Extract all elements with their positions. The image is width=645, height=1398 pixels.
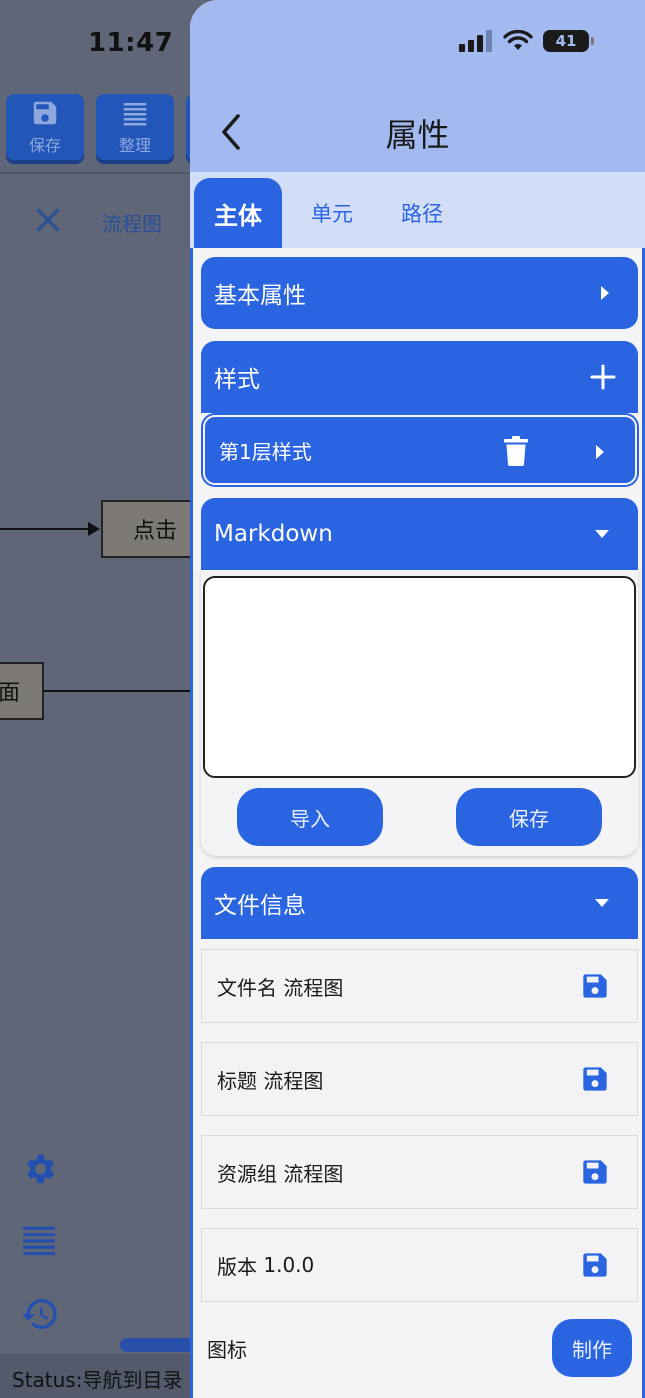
tab-path[interactable]: 路径 xyxy=(401,202,443,226)
basic-properties-label: 基本属性 xyxy=(214,283,306,309)
floppy-icon[interactable] xyxy=(581,972,609,1000)
file-info-section-header[interactable]: 文件信息 xyxy=(201,867,638,939)
style-layer-item[interactable]: 第1层样式 xyxy=(203,415,637,485)
panel-header: 41 属性 xyxy=(190,0,645,172)
battery-icon: 41 xyxy=(543,30,594,52)
tab-body[interactable]: 主体 xyxy=(194,178,282,248)
markdown-textarea[interactable] xyxy=(203,576,636,778)
floppy-icon xyxy=(33,101,57,125)
tab-bar: 主体 单元 路径 xyxy=(190,172,645,248)
flow-node-face-label: 面 xyxy=(0,681,21,706)
status-text: Status:导航到目录 xyxy=(12,1368,183,1392)
connector-line xyxy=(0,528,90,530)
file-name-row[interactable]: 文件名 流程图 xyxy=(201,949,638,1023)
save-button[interactable]: 保存 xyxy=(456,788,602,846)
list-icon[interactable] xyxy=(20,1222,58,1260)
icon-row: 图标 制作 xyxy=(201,1312,638,1384)
import-button[interactable]: 导入 xyxy=(237,788,383,846)
markdown-section-header[interactable]: Markdown xyxy=(201,498,638,570)
bg-divider xyxy=(0,172,190,174)
title-row[interactable]: 标题 流程图 xyxy=(201,1042,638,1116)
caret-down-icon xyxy=(595,899,609,907)
system-status-icons: 41 xyxy=(459,30,594,52)
flow-node-click-label: 点击 xyxy=(133,519,178,544)
gear-icon[interactable] xyxy=(20,1150,58,1188)
resource-group-row[interactable]: 资源组 流程图 xyxy=(201,1135,638,1209)
tab-unit[interactable]: 单元 xyxy=(311,202,353,226)
file-info-section-label: 文件信息 xyxy=(214,893,306,919)
bg-status-bar: 11:47 xyxy=(0,0,190,90)
version-row[interactable]: 版本 1.0.0 xyxy=(201,1228,638,1302)
flow-node-face[interactable]: 面 xyxy=(0,662,44,720)
file-name-label: 文件名 xyxy=(217,975,277,1000)
properties-panel: 41 属性 主体 单元 路径 基本属性 样式 第1层样式 xyxy=(190,0,645,1398)
floppy-icon[interactable] xyxy=(581,1251,609,1279)
file-name-value: 流程图 xyxy=(283,975,344,1000)
make-icon-button[interactable]: 制作 xyxy=(552,1319,632,1377)
icon-label: 图标 xyxy=(207,1337,247,1362)
version-value: 1.0.0 xyxy=(263,1253,315,1277)
bg-flow-tab[interactable]: 流程图 xyxy=(102,212,162,236)
title-value: 流程图 xyxy=(263,1068,324,1093)
bg-organize-button[interactable]: 整理 xyxy=(96,94,174,160)
title-label: 标题 xyxy=(217,1068,257,1093)
caret-right-icon xyxy=(596,445,604,459)
back-chevron-icon[interactable] xyxy=(218,112,244,152)
battery-level: 41 xyxy=(555,32,577,50)
connector-line xyxy=(44,690,194,692)
style-layer-label: 第1层样式 xyxy=(219,439,312,464)
basic-properties-header[interactable]: 基本属性 xyxy=(201,257,638,329)
plus-icon[interactable] xyxy=(590,364,616,390)
list-icon xyxy=(123,103,147,126)
floppy-icon[interactable] xyxy=(581,1065,609,1093)
trash-icon[interactable] xyxy=(504,436,528,466)
arrow-head xyxy=(88,522,100,536)
resource-group-label: 资源组 xyxy=(217,1161,277,1186)
flow-node-click[interactable]: 点击 xyxy=(101,500,201,558)
markdown-card: 导入 保存 xyxy=(201,570,638,856)
close-icon[interactable] xyxy=(32,204,64,236)
page-title: 属性 xyxy=(385,116,450,154)
bg-toolbar: 保存 整理 xyxy=(0,90,645,172)
bg-save-label: 保存 xyxy=(28,136,61,155)
version-label: 版本 xyxy=(217,1254,257,1279)
status-time: 11:47 xyxy=(88,28,174,58)
bg-organize-label: 整理 xyxy=(118,136,151,155)
markdown-section-label: Markdown xyxy=(214,521,333,547)
caret-down-icon xyxy=(595,530,609,538)
caret-right-icon xyxy=(601,286,609,300)
bg-scrollbar[interactable] xyxy=(120,1338,200,1352)
wifi-icon xyxy=(503,30,533,50)
style-section-header[interactable]: 样式 xyxy=(201,341,638,413)
history-icon[interactable] xyxy=(20,1294,60,1334)
panel-content: 基本属性 样式 第1层样式 Markdown 导入 保存 xyxy=(190,248,645,1398)
signal-icon xyxy=(459,30,492,52)
resource-group-value: 流程图 xyxy=(283,1161,344,1186)
bg-save-button[interactable]: 保存 xyxy=(6,94,84,160)
floppy-icon[interactable] xyxy=(581,1158,609,1186)
style-section-label: 样式 xyxy=(214,367,260,393)
